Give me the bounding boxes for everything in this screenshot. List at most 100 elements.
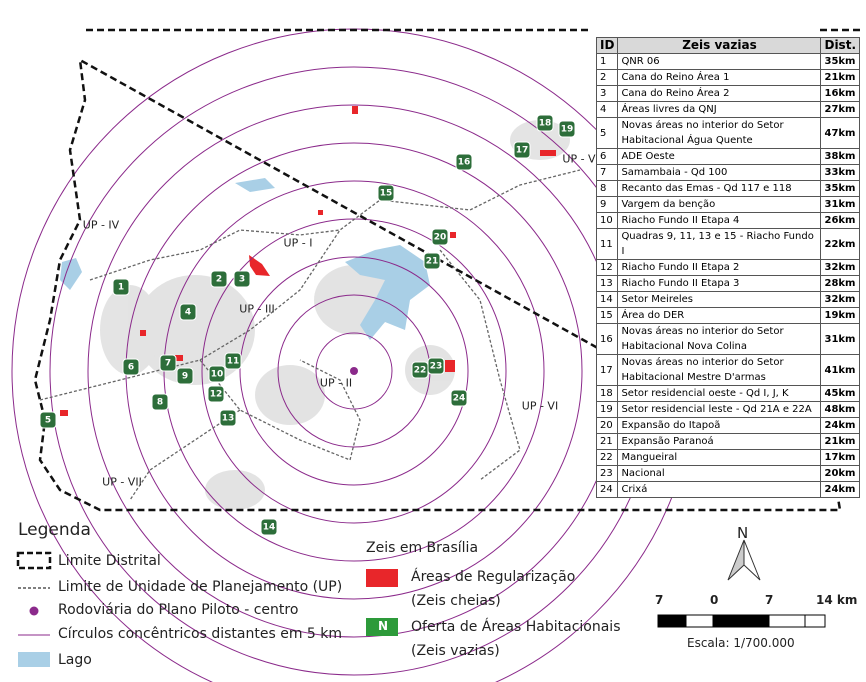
row-dist: 19km <box>820 307 860 324</box>
row-name: Crixá <box>617 481 822 498</box>
scale-tick: 7 <box>655 593 664 607</box>
row-dist: 47km <box>820 117 860 149</box>
row-id: 3 <box>595 85 619 102</box>
row-id: 8 <box>595 180 619 197</box>
zeis-marker: 8 <box>151 393 169 411</box>
zeis-marker: 6 <box>122 358 140 376</box>
zeis-marker: 19 <box>558 120 576 138</box>
legend-green-symbol: N <box>378 619 389 633</box>
zeis-marker: 11 <box>224 352 242 370</box>
row-id: 20 <box>595 417 619 434</box>
zeis-marker: 3 <box>233 270 251 288</box>
zeis-marker: 15 <box>377 184 395 202</box>
lakes <box>60 178 430 340</box>
row-dist: 32km <box>820 291 860 308</box>
north-arrow <box>727 539 761 581</box>
row-id: 22 <box>595 449 619 466</box>
zeis-marker: 2 <box>210 270 228 288</box>
zeis-marker: 13 <box>219 409 237 427</box>
row-dist: 41km <box>820 354 860 386</box>
legend-title: Legenda <box>18 520 91 540</box>
scale-label: Escala: 1/700.000 <box>687 636 795 650</box>
row-name: Setor residencial leste - Qd 21A e 22A <box>617 401 822 418</box>
row-name: Riacho Fundo II Etapa 2 <box>617 259 822 276</box>
row-dist: 21km <box>820 69 860 86</box>
row-dist: 22km <box>820 228 860 260</box>
legend-red: Áreas de Regularização <box>411 569 576 585</box>
col-dist: Dist. <box>820 37 860 54</box>
up-label: UP - III <box>239 302 275 316</box>
zeis-marker: 17 <box>513 141 531 159</box>
row-id: 2 <box>595 69 619 86</box>
row-name: QNR 06 <box>617 53 822 70</box>
row-name: Samambaia - Qd 100 <box>617 164 822 181</box>
row-dist: 21km <box>820 433 860 450</box>
row-id: 18 <box>595 385 619 402</box>
row-dist: 20km <box>820 465 860 482</box>
row-dist: 35km <box>820 180 860 197</box>
row-id: 24 <box>595 481 619 498</box>
row-dist: 16km <box>820 85 860 102</box>
zeis-marker: 21 <box>423 252 441 270</box>
row-dist: 24km <box>820 417 860 434</box>
lake-west <box>60 258 82 290</box>
col-name: Zeis vazias <box>617 37 822 54</box>
row-id: 21 <box>595 433 619 450</box>
circle-15km <box>239 256 469 486</box>
circle-5km <box>315 332 393 410</box>
row-name: Expansão Paranoá <box>617 433 822 450</box>
row-dist: 27km <box>820 101 860 118</box>
row-name: Setor residencial oeste - Qd I, J, K <box>617 385 822 402</box>
row-name: Mangueiral <box>617 449 822 466</box>
row-name: Área do DER <box>617 307 822 324</box>
row-dist: 26km <box>820 212 860 229</box>
zeis-marker: 4 <box>179 303 197 321</box>
zeis-marker: 9 <box>176 367 194 385</box>
row-dist: 35km <box>820 53 860 70</box>
legend-circles: Círculos concêntricos distantes em 5 km <box>58 626 343 642</box>
lake-north <box>235 178 275 192</box>
legend-district-limit: Limite Distrital <box>58 553 161 569</box>
zeis-marker: 10 <box>208 365 226 383</box>
row-id: 4 <box>595 101 619 118</box>
row-id: 11 <box>595 228 619 260</box>
legend-symbols <box>16 551 398 667</box>
row-name: Setor Meireles <box>617 291 822 308</box>
up-label: UP - V <box>562 152 596 166</box>
scale-bar <box>657 614 826 628</box>
row-name: Novas áreas no interior do Setor Habitac… <box>617 323 822 355</box>
zeis-marker: 20 <box>431 228 449 246</box>
legend-center: Rodoviária do Plano Piloto - centro <box>58 602 299 618</box>
row-name: Cana do Reino Área 1 <box>617 69 822 86</box>
col-id: ID <box>595 37 619 54</box>
zeis-marker: 24 <box>450 389 468 407</box>
row-dist: 32km <box>820 259 860 276</box>
zeis-marker: 18 <box>536 114 554 132</box>
zeis-marker: 22 <box>411 361 429 379</box>
zeis-marker: 23 <box>427 357 445 375</box>
row-dist: 48km <box>820 401 860 418</box>
row-name: Recanto das Emas - Qd 117 e 118 <box>617 180 822 197</box>
up-label: UP - I <box>283 236 313 250</box>
regularization-areas <box>60 106 556 416</box>
row-name: Quadras 9, 11, 13 e 15 - Riacho Fundo I <box>617 228 822 260</box>
row-id: 23 <box>595 465 619 482</box>
row-id: 9 <box>595 196 619 213</box>
